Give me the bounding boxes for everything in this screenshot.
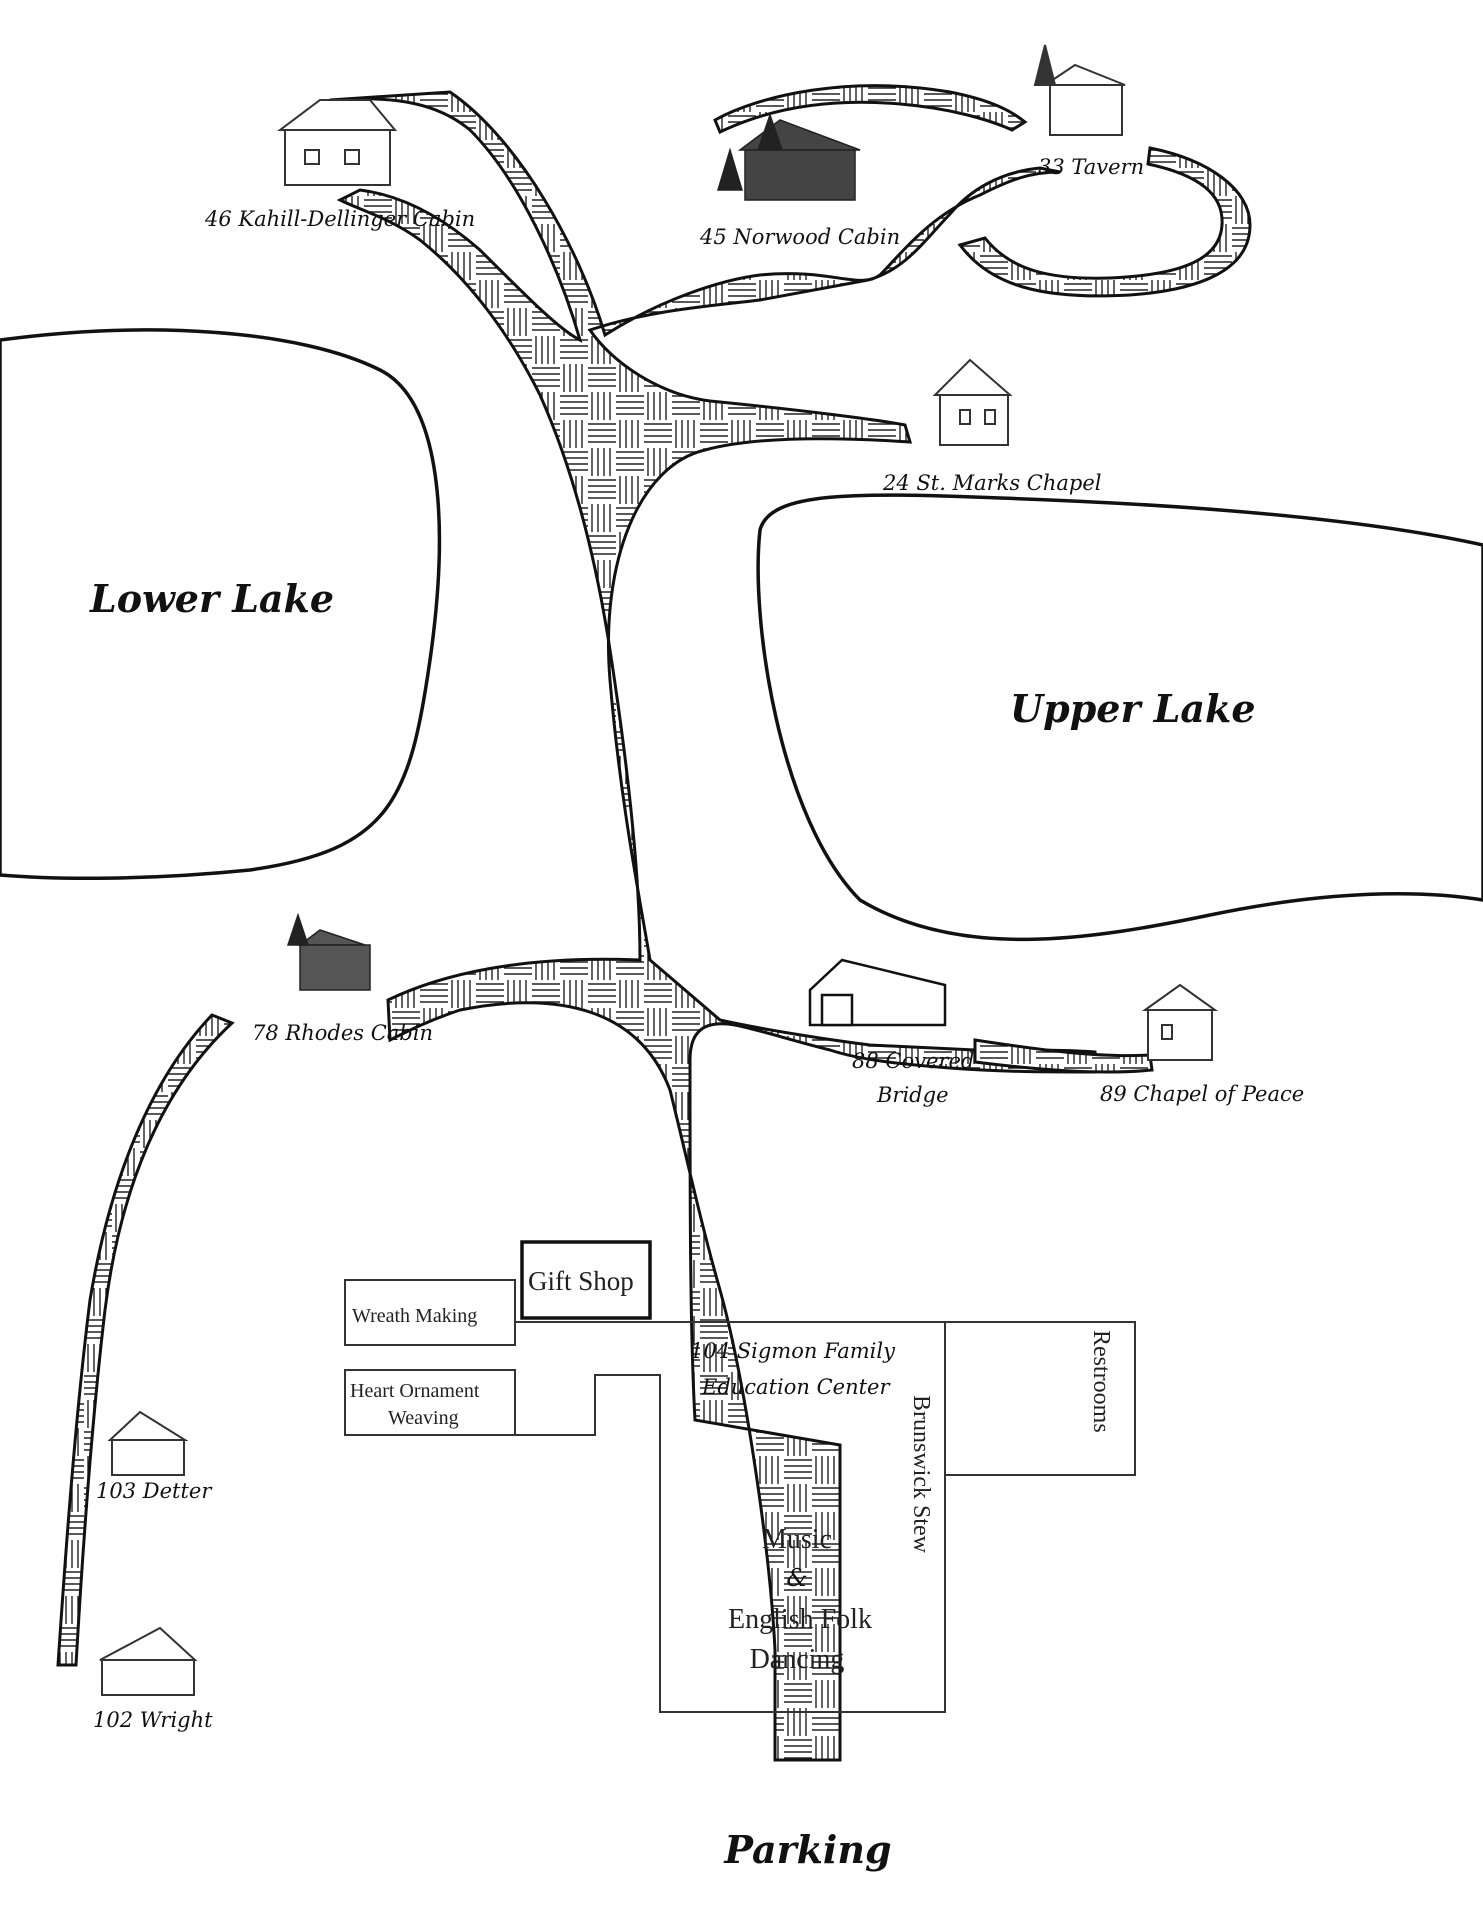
site-label-chapel-peace: 89 Chapel of Peace xyxy=(1100,1082,1304,1106)
tavern-icon xyxy=(1033,44,1126,136)
site-label-wright: 102 Wright xyxy=(93,1708,213,1732)
parking-label: Parking xyxy=(723,1827,891,1872)
music-label: Music xyxy=(762,1524,832,1555)
music-label-3: English Folk xyxy=(728,1604,872,1635)
cabin-icon xyxy=(277,99,398,186)
restrooms-label: Restrooms xyxy=(1088,1330,1114,1433)
main-trail xyxy=(329,90,1097,1762)
cabin-icon xyxy=(107,1410,189,1476)
lower-lake-label: Lower Lake xyxy=(89,576,334,621)
education-center-label: 104 Sigmon Family xyxy=(690,1339,896,1363)
site-label-st-marks: 24 St. Marks Chapel xyxy=(882,471,1102,495)
site-label-covered-bridge: 88 Covered xyxy=(852,1049,974,1073)
heart-ornament-label-2: Weaving xyxy=(388,1407,459,1429)
site-label-kahill: 46 Kahill-Dellinger Cabin xyxy=(204,207,475,231)
chapel-icon xyxy=(1141,983,1219,1061)
cabin-icon xyxy=(716,112,861,201)
cabin-icon xyxy=(286,912,371,991)
chapel-icon xyxy=(932,358,1013,446)
upper-lake-label: Upper Lake xyxy=(1010,686,1256,731)
heart-ornament-box xyxy=(344,1369,516,1436)
music-label-4: Dancing xyxy=(750,1644,845,1675)
norwood-loop xyxy=(713,84,1028,135)
gift-shop-box xyxy=(520,1240,652,1320)
tavern-loop xyxy=(957,146,1252,298)
site-label-tavern: 33 Tavern xyxy=(1038,155,1144,179)
gift-shop-label: Gift Shop xyxy=(528,1266,634,1296)
education-center-label-2: Education Center xyxy=(701,1375,891,1399)
heart-ornament-label: Heart Ornament xyxy=(350,1380,480,1402)
music-amp-label: & xyxy=(786,1564,807,1592)
wreath-making-label: Wreath Making xyxy=(352,1305,477,1327)
restrooms-box xyxy=(944,1321,1136,1476)
upper-lake xyxy=(756,493,1483,942)
chapel-peace-trail xyxy=(973,1038,1154,1074)
cabin-icon xyxy=(99,1626,198,1696)
wreath-making-box xyxy=(344,1279,516,1346)
site-label-covered-bridge-2: Bridge xyxy=(876,1083,949,1107)
covered-bridge-icon xyxy=(808,958,947,1027)
rhodes-west-trail xyxy=(56,1013,235,1667)
brunswick-stew-label: Brunswick Stew xyxy=(908,1395,934,1554)
site-label-norwood: 45 Norwood Cabin xyxy=(699,225,900,249)
site-label-rhodes: 78 Rhodes Cabin xyxy=(252,1021,433,1045)
lower-lake xyxy=(0,328,442,881)
site-label-detter: 103 Detter xyxy=(96,1479,213,1503)
